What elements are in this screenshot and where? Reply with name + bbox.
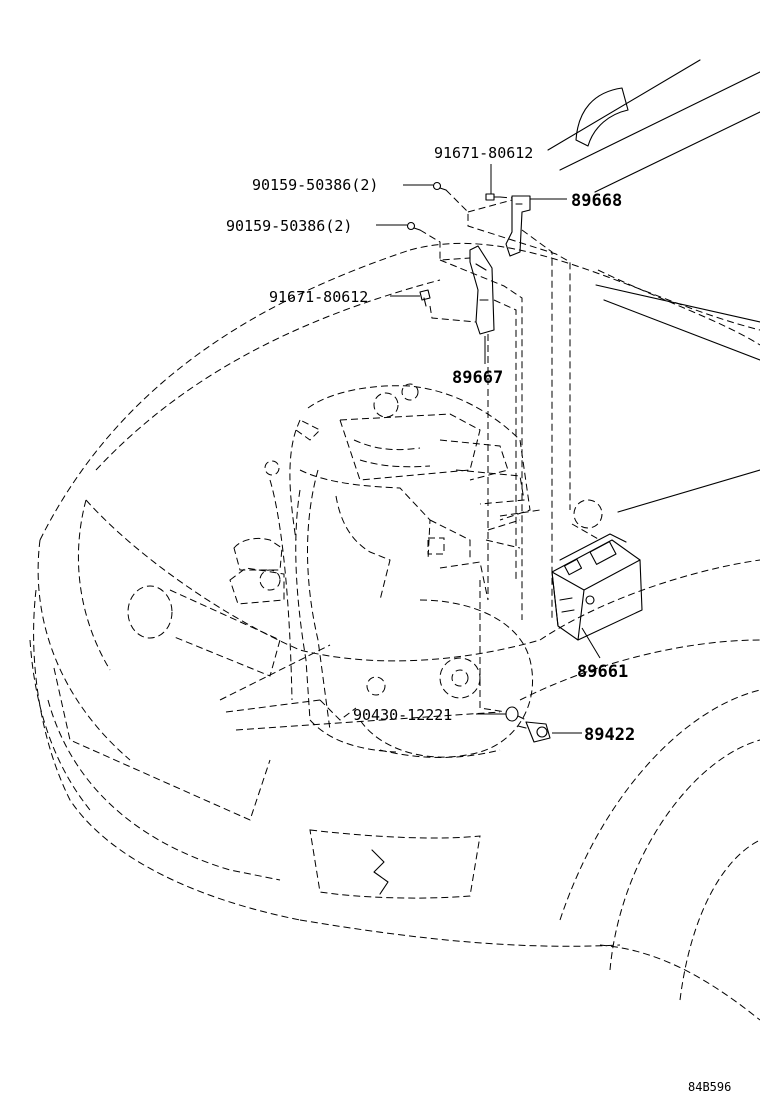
leader-lines — [376, 164, 601, 734]
bracket-89668 — [505, 195, 531, 257]
label-bracket-upper: 89668 — [571, 191, 622, 211]
label-screw-lower: 90159-50386(2) — [226, 217, 352, 235]
label-sensor: 89422 — [584, 725, 635, 745]
label-bolt-middle: 91671-80612 — [269, 288, 368, 306]
label-gasket: 90430-12221 — [353, 706, 452, 724]
label-ecu: 89661 — [577, 662, 628, 682]
vehicle-body-outline — [29, 59, 760, 1021]
label-screw-upper: 90159-50386(2) — [252, 176, 378, 194]
part-labels: 91671-80612 90159-50386(2) 89668 90159-5… — [226, 144, 731, 1094]
diagram-code: 84B596 — [688, 1080, 731, 1094]
fastener-icons — [406, 181, 551, 743]
engine-assembly — [229, 383, 541, 758]
engine-control-unit — [551, 499, 643, 641]
label-bolt-upper: 91671-80612 — [434, 144, 533, 162]
bracket-89667 — [469, 245, 495, 335]
installation-guide-lines — [419, 189, 571, 721]
label-bracket-lower: 89667 — [452, 368, 503, 388]
